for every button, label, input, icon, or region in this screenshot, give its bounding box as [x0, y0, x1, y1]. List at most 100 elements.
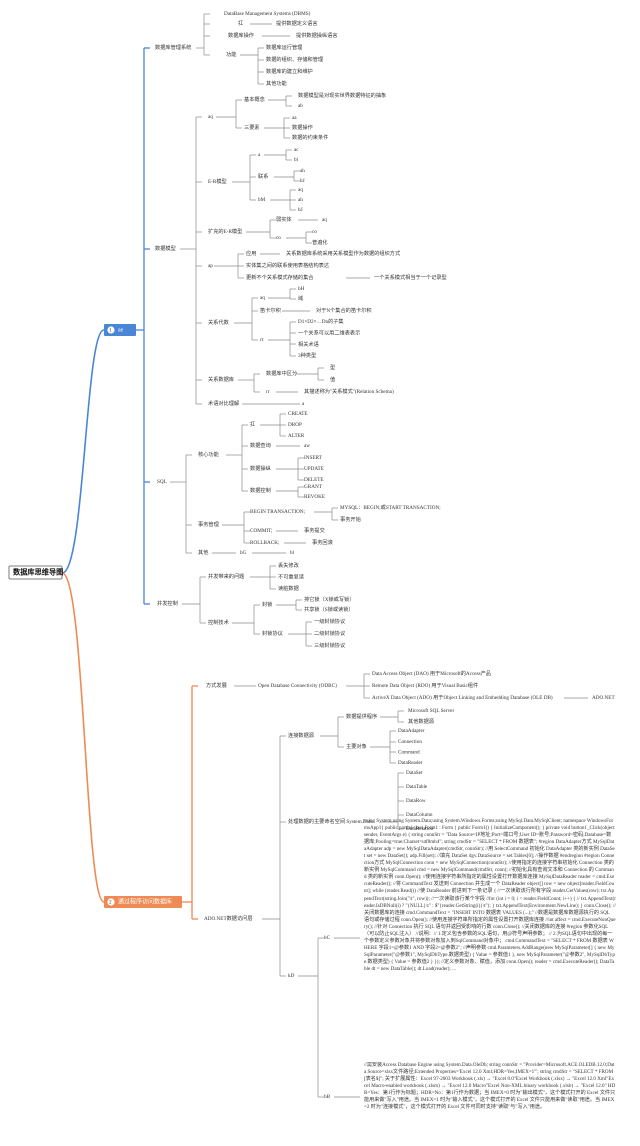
node-ds-0: DataSet — [406, 770, 423, 776]
node-rollback: ROLLBACK; — [250, 540, 280, 546]
node-algebra-ct: ct — [260, 337, 264, 343]
node-rr-text: 其描述称为"关系模式"(Relation Schema) — [304, 387, 394, 395]
node-ct-0: D1×D2×…Dn的子集 — [298, 317, 344, 325]
node-dbms: 数据库管理系统 — [155, 43, 191, 51]
node-cartesian: 笛卡尔积 — [260, 306, 281, 314]
node-ct-1: 一个关系可以用二维表表示 — [298, 328, 360, 336]
root-node: 数据库思维导图 — [13, 568, 63, 577]
node-kd: kD — [288, 973, 295, 979]
node-commit: COMMIT; — [250, 528, 273, 534]
node-weak-sub: aq — [322, 217, 327, 223]
node-function-3: 其他功能 — [266, 79, 287, 87]
node-concept-0: 数据模型是对现实世界数据特征的抽象 — [298, 91, 386, 99]
node-weak-entity: 弱实体 — [276, 215, 292, 223]
node-concurrency: 并发控制 — [157, 599, 178, 607]
node-value: 值 — [330, 375, 335, 383]
node-dml-1: UPDATE — [304, 466, 324, 472]
node-terms: 术语对比理解 — [208, 399, 239, 407]
node-relational-algebra: 关系代数 — [208, 318, 230, 326]
node-type: 型 — [330, 363, 335, 371]
node-algebra-aq-0: bH — [298, 286, 305, 292]
node-er-bm-2: bJ — [298, 207, 303, 213]
node-aq: aq — [208, 114, 213, 120]
node-begin-text: 事务开始 — [340, 515, 362, 523]
node-concept-1: ab — [298, 103, 303, 109]
node-odbc: Open Database Connectivity (ODBC) — [258, 682, 337, 689]
node-problem-2: 读脏数据 — [278, 584, 299, 592]
node-update-set: 更新不个关系模式存储的集合 — [246, 273, 314, 281]
node-odbc-2: ActiveX Data Object (ADO) 用于Object Linki… — [372, 694, 553, 701]
node-object-2: Command — [398, 749, 420, 755]
node-provider-1: 其他数据源 — [408, 717, 435, 725]
node-provider-0: Microsoft SQL Server — [408, 707, 454, 714]
node-development: 方式发展 — [206, 681, 227, 689]
node-transaction: 事务管理 — [198, 520, 220, 528]
node-er-bm-0: aq — [298, 187, 303, 193]
node-commit-text: 事务提交 — [304, 526, 325, 534]
node-ct-2: 相关术语 — [298, 340, 319, 348]
node-sql-fu: 扛 — [250, 420, 255, 428]
code-csharp-mysql: using System;using System.Data;using Sys… — [364, 818, 616, 972]
node-data-provider: 数据提供程序 — [346, 712, 377, 720]
branch-2-number: 2 — [109, 900, 112, 906]
branch-2-label: 通过程序访问数据库 — [118, 897, 172, 905]
node-query-sub: aw — [304, 443, 310, 449]
node-control-tech: 控制技术 — [208, 618, 229, 626]
node-dml-2: DELETE — [304, 477, 324, 483]
node-er-contact-0: ah — [300, 168, 305, 174]
node-er-model: E-R模型 — [208, 177, 227, 185]
node-begin: BEGIN TRANSACTION; — [250, 509, 306, 515]
node-co: co — [276, 235, 281, 241]
node-ddl-2: ALTER — [288, 433, 305, 439]
node-algebra-aq: aq — [260, 295, 265, 301]
node-sql: SQL — [157, 479, 167, 485]
node-three-1: 数据操作 — [292, 123, 313, 131]
node-co-0: co — [312, 229, 317, 235]
node-function-2: 数据库的建立和维护 — [266, 67, 313, 75]
node-db-distinguish: 数据库中区分 — [266, 369, 297, 377]
node-er-bm: bM — [258, 197, 266, 203]
node-data-model: 数据模型 — [155, 244, 176, 252]
node-ddl-1: DROP — [288, 422, 302, 428]
node-ds-3: DataColumn — [406, 812, 433, 818]
node-apply: 应用 — [246, 249, 256, 257]
node-ap: ap — [208, 263, 213, 269]
node-x-lock: 排它锁（X锁或写锁） — [304, 595, 354, 603]
node-odbc-1: Remote Data Object (RDO) 用于Visual Basic组… — [372, 681, 478, 689]
node-concurrency-problems: 并发带来的问题 — [208, 572, 244, 580]
node-function-1: 数据的组织、存储和管理 — [266, 55, 324, 63]
node-er-contact-1: bJ — [300, 178, 305, 184]
node-ds-1: DataTable — [406, 784, 428, 790]
node-system-data: 处理数据的主要命名空间 System.Data — [288, 817, 373, 825]
node-ds-4: DataRelation — [406, 826, 434, 832]
node-er-bm-1: ah — [298, 197, 303, 203]
node-dbms-fu: 扛 — [238, 19, 243, 27]
node-dml: 提供数据操纵语言 — [296, 31, 338, 39]
node-object-3: DataReader — [398, 760, 423, 766]
node-other-sub2: bl — [290, 550, 295, 556]
node-extended-er: 扩充的E-R模型 — [208, 227, 242, 235]
node-protocol-2: 三级封锁协议 — [314, 641, 346, 649]
node-ddl: 提供数据定义语言 — [276, 19, 318, 27]
node-relational-db: 关系数据库 — [208, 375, 234, 383]
node-functions: 功能 — [226, 50, 236, 58]
node-revoke: REVOKE — [304, 494, 325, 500]
node-bc: bC — [324, 935, 331, 941]
node-core-functions: 核心功能 — [198, 450, 219, 458]
node-three-0: aa — [292, 115, 297, 121]
node-apply-text: 关系数据库系统采用关系模型作为数据的组织方式 — [286, 249, 401, 257]
node-lock: 封锁 — [262, 600, 272, 608]
node-data-control: 数据控制 — [250, 486, 271, 494]
node-protocol-0: 一级封锁协议 — [314, 617, 346, 625]
node-er-a-1: bl — [294, 157, 299, 163]
node-rollback-text: 事务回滚 — [312, 538, 333, 546]
node-bb: bB — [324, 1094, 331, 1100]
node-s-lock: 共享锁（S锁或读锁） — [304, 605, 354, 613]
node-data-manipulation: 数据操纵 — [250, 464, 271, 472]
node-update-text: 一个关系模式相当于一个记录型 — [374, 273, 447, 281]
node-object-0: DataAdapter — [398, 728, 425, 734]
branch-1-label: ae — [118, 327, 124, 333]
node-adonet-layer: ADO.NET数据访问层 — [204, 914, 253, 922]
node-ct-3: 3种类型 — [298, 351, 316, 359]
